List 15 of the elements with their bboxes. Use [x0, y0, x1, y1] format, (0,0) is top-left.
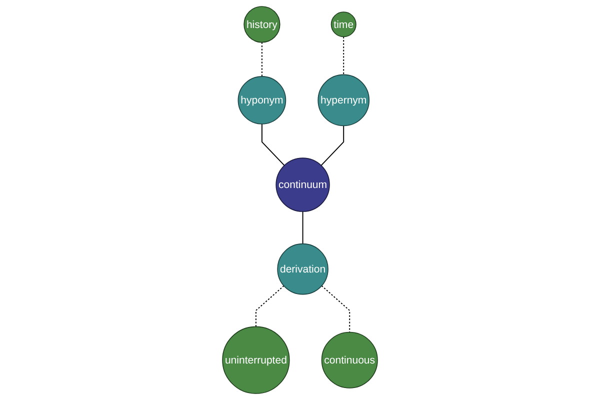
- connector: [302, 210, 304, 244]
- node-circle: hyponym: [238, 76, 286, 124]
- connector: [261, 123, 285, 166]
- node-circle: derivation: [277, 243, 328, 295]
- node-circle: time: [330, 12, 356, 38]
- node-circle: uninterrupted: [222, 326, 290, 394]
- connector: [321, 285, 350, 333]
- node-circle: continuum: [276, 158, 330, 212]
- node-circle: history: [244, 6, 280, 43]
- connector: [343, 36, 344, 76]
- node-circle: hypernym: [318, 74, 370, 126]
- connector: [261, 42, 262, 77]
- connector: [255, 285, 284, 328]
- node-circle: continuous: [321, 332, 378, 388]
- connector: [320, 125, 344, 166]
